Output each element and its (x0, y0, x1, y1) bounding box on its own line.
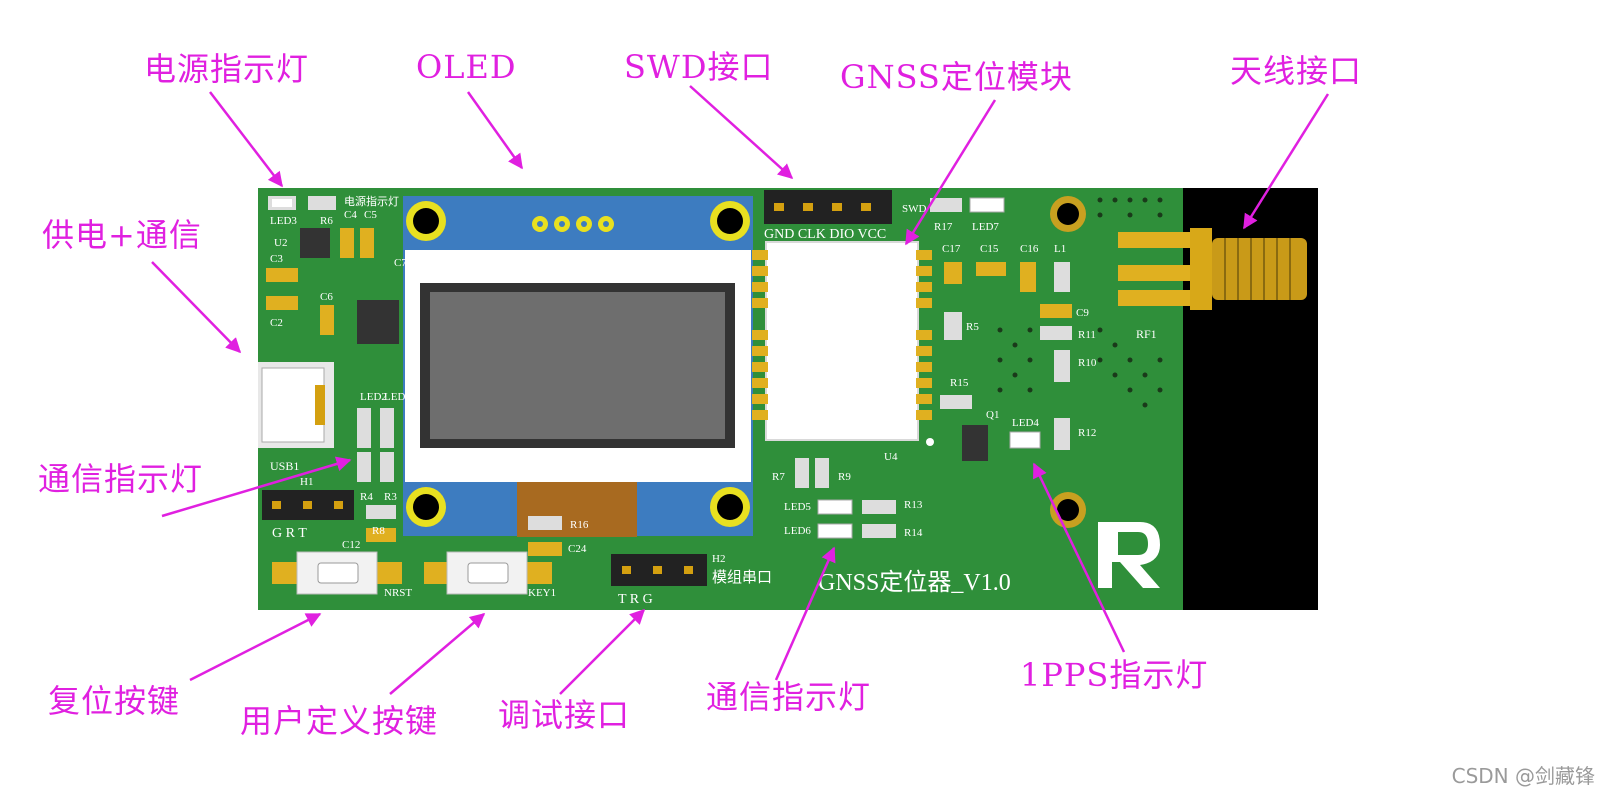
ref-led4: LED4 (1012, 417, 1039, 429)
ref-c9: C9 (1076, 307, 1089, 319)
ref-c4: C4 (344, 209, 357, 221)
ref-c12: C12 (342, 539, 360, 551)
ref-c6: C6 (320, 291, 333, 303)
callout-comm-led-left: 通信指示灯 (38, 460, 204, 498)
ref-c16: C16 (1020, 243, 1039, 255)
ref-r16: R16 (570, 519, 589, 531)
callout-reset-key: 复位按键 (48, 682, 181, 720)
nrst-silk: NRST (384, 587, 412, 599)
ref-r13: R13 (904, 499, 923, 511)
ref-r11: R11 (1078, 329, 1096, 341)
h2-header (611, 554, 707, 586)
board-title: GNSS定位器_V1.0 (818, 569, 1011, 596)
smd-components (266, 196, 1072, 556)
ref-c17: C17 (942, 243, 961, 255)
ref-r4: R4 (360, 491, 373, 503)
sma-connector (1118, 228, 1307, 310)
callout-oled: OLED (416, 48, 517, 86)
swd-silk: SWD (902, 203, 927, 215)
h2-silk: H2 (712, 553, 725, 565)
ref-r15: R15 (950, 377, 969, 389)
ref-r3: R3 (384, 491, 397, 503)
callout-comm-led-bottom: 通信指示灯 (706, 678, 872, 716)
callout-arrows (151, 85, 1330, 695)
h1-silk: H1 (300, 476, 313, 488)
h2-pins-silk: T R G (618, 592, 653, 607)
ref-r17: R17 (934, 221, 953, 233)
ref-c3: C3 (270, 253, 283, 265)
usb-silk: USB1 (270, 459, 299, 473)
ref-r12: R12 (1078, 427, 1096, 439)
callout-user-key: 用户定义按键 (240, 702, 439, 740)
ref-r7: R7 (772, 471, 785, 483)
ref-r14: R14 (904, 527, 923, 539)
ref-c5: C5 (364, 209, 377, 221)
callout-power-comm: 供电+通信 (42, 216, 202, 254)
callout-antenna-port: 天线接口 (1230, 52, 1363, 90)
gnss-module (752, 241, 934, 446)
h1-header (262, 490, 354, 520)
via-grid (997, 197, 1163, 408)
callout-pps-led: 1PPS指示灯 (1020, 656, 1209, 694)
ref-r10: R10 (1078, 357, 1097, 369)
rf1-silk: RF1 (1136, 327, 1157, 341)
key1-silk: KEY1 (528, 587, 556, 599)
ref-r9: R9 (838, 471, 851, 483)
oled-module (403, 196, 753, 537)
ref-r8: R8 (372, 525, 385, 537)
callout-debug-port: 调试接口 (498, 696, 631, 734)
nrst-button (272, 551, 402, 595)
usb-connector (258, 362, 334, 448)
ref-q1: Q1 (986, 409, 999, 421)
ref-led5: LED5 (784, 501, 811, 513)
ref-c24: C24 (568, 543, 587, 555)
ref-led6: LED6 (784, 525, 811, 537)
ref-r5: R5 (966, 321, 979, 333)
callout-swd-port: SWD接口 (624, 48, 774, 86)
u4-silk: U4 (884, 451, 898, 463)
callout-gnss-module: GNSS定位模块 (840, 58, 1073, 96)
ref-c2: C2 (270, 317, 283, 329)
power-led-silk: 电源指示灯 (344, 194, 399, 208)
ref-r6: R6 (320, 215, 333, 227)
ref-c7: C7 (394, 257, 407, 269)
h1-pins-silk: G R T (272, 526, 307, 541)
board-logo (1098, 522, 1160, 588)
key1-button (424, 551, 552, 595)
watermark: CSDN @剑藏锋 (1451, 764, 1595, 788)
ref-l1: L1 (1054, 243, 1066, 255)
callout-power-led: 电源指示灯 (144, 50, 310, 88)
ref-led7: LED7 (972, 221, 999, 233)
ref-c15: C15 (980, 243, 999, 255)
ref-led3: LED3 (270, 215, 297, 227)
swd-header (764, 190, 892, 224)
ref-u2: U2 (274, 237, 287, 249)
ref-led1: LED1 (384, 391, 411, 403)
h2-text-silk: 模组串口 (712, 569, 772, 586)
ref-led2: LED2 (360, 391, 387, 403)
swd-pins-silk: GND CLK DIO VCC (764, 227, 886, 242)
